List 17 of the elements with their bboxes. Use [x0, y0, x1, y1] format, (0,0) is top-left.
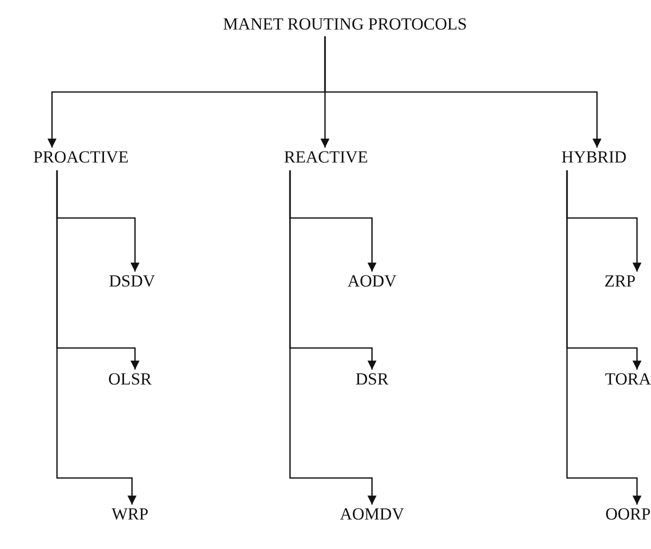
node-label: OORP: [605, 506, 651, 524]
node-label: DSR: [355, 370, 389, 390]
node-label: OLSR: [108, 370, 152, 390]
node-label: ZRP: [604, 272, 636, 292]
node-label: PROACTIVE: [33, 148, 129, 168]
node-label: AOMDV: [340, 506, 404, 524]
node-label: AODV: [347, 272, 397, 292]
arrow: [289, 170, 376, 505]
node-label: TORA: [605, 370, 651, 390]
root-label: MANET ROUTING PROTOCOLS: [223, 16, 467, 34]
arrow: [56, 170, 136, 505]
arrow: [324, 36, 602, 148]
node-label: WRP: [112, 506, 148, 524]
node-label: HYBRID: [561, 148, 627, 168]
node-label: REACTIVE: [284, 148, 368, 168]
arrow: [566, 170, 642, 505]
node-label: DSDV: [108, 272, 156, 292]
